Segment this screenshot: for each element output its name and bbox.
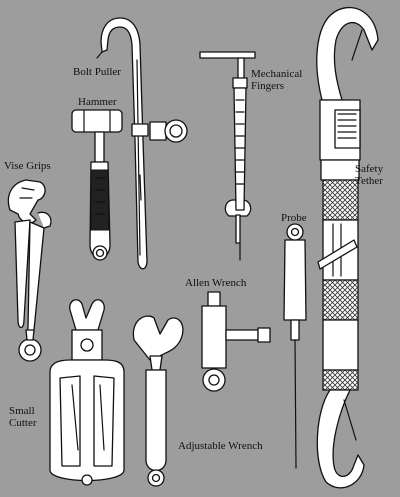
probe-label: Probe: [281, 212, 307, 224]
vise-grips-label: Vise Grips: [4, 160, 51, 172]
adjustable-wrench: [133, 316, 183, 486]
mechanical-fingers-label-line2: Fingers: [251, 80, 284, 92]
bolt-puller-label: Bolt Puller: [73, 66, 121, 78]
small-cutter-label-line2: Cutter: [9, 417, 37, 429]
small-cutter-label-line1: Small: [9, 405, 35, 417]
vise-grips: [8, 180, 50, 361]
safety-tether: [317, 8, 378, 488]
small-cutter: [50, 300, 124, 485]
safety-tether-label-line2: Tether: [355, 175, 383, 187]
allen-wrench-label: Allen Wrench: [185, 277, 246, 289]
hammer: [72, 110, 122, 260]
safety-tether-label-line1: Safety: [355, 163, 383, 175]
adjustable-wrench-label: Adjustable Wrench: [178, 440, 263, 452]
probe: [284, 224, 306, 468]
hammer-label: Hammer: [78, 96, 116, 108]
mechanical-fingers-label-line1: Mechanical: [251, 68, 302, 80]
bolt-puller: [97, 18, 187, 269]
mechanical-fingers: [200, 52, 255, 260]
allen-wrench: [202, 292, 270, 391]
